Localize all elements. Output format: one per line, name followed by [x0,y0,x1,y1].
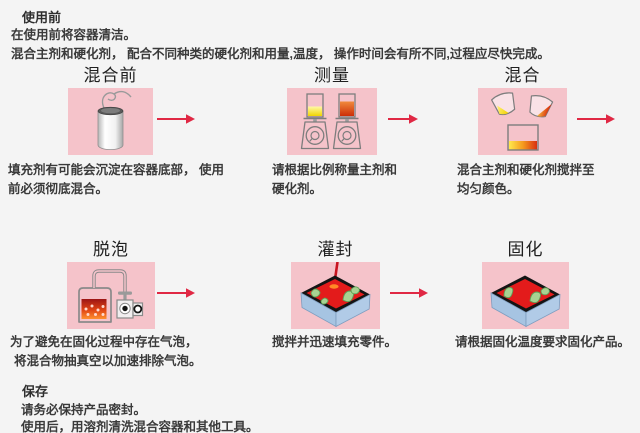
mixing-cups-icon [491,92,554,151]
step-title: 混合前 [83,66,138,85]
step-panel [67,262,155,329]
flow-arrow-icon [388,112,418,130]
step-measure: 测量 [287,66,377,155]
cured-box-icon [490,275,561,328]
step-caption-before-mixing: 填充剂有可能会沉淀在容器底部， 使用 前必须彻底混合。 [8,163,224,196]
step-degas: 脱泡 [67,240,155,329]
step-cure: 固化 [482,240,569,329]
step-caption-potting: 搅拌并迅速填充零件。 [272,335,398,349]
step-panel [478,88,567,155]
potting-pour-box-icon [300,261,371,328]
flow-arrow-icon [390,286,428,304]
step-potting: 灌封 [291,240,380,329]
header-line-2: 混合主剂和硬化剂， 配合不同种类的硬化剂和用量,温度， 操作时间会有所不同,过程… [11,47,550,61]
footer-line-2: 使用后，用溶剂清洗混合容器和其他工具。 [21,420,259,433]
step-caption-mix: 混合主剂和硬化剂搅拌至 均匀颜色。 [457,163,595,196]
step-caption-measure: 请根据比例称量主剂和 硬化剂。 [272,163,398,196]
step-caption-degas: 为了避免在固化过程中存在气泡， 将混合物抽真空以加速排除气泡。 [10,335,202,368]
section-title-before-use: 使用前 [22,10,62,25]
step-panel [482,262,569,329]
header-line-1: 在使用前将容器清洁。 [11,28,137,42]
step-caption-cure: 请根据固化温度要求固化产品。 [455,335,631,349]
step-title: 固化 [507,240,544,259]
weighing-scales-icon [300,93,362,150]
step-panel [287,88,377,155]
section-title-storage: 保存 [22,384,49,399]
flow-arrow-icon [577,112,615,130]
step-title: 测量 [314,66,350,85]
step-before-mixing: 混合前 [68,66,153,155]
step-panel [68,88,153,155]
step-mix: 混合 [478,66,567,155]
step-title: 灌封 [317,240,354,259]
flow-arrow-icon [157,112,195,130]
step-title: 脱泡 [93,240,129,259]
vacuum-degassing-icon [78,269,144,323]
flow-arrow-icon [157,286,195,304]
paint-can-stir-icon [97,90,132,151]
footer-line-1: 请务必保持产品密封。 [21,403,147,417]
step-panel [291,261,380,329]
step-title: 混合 [504,66,541,85]
